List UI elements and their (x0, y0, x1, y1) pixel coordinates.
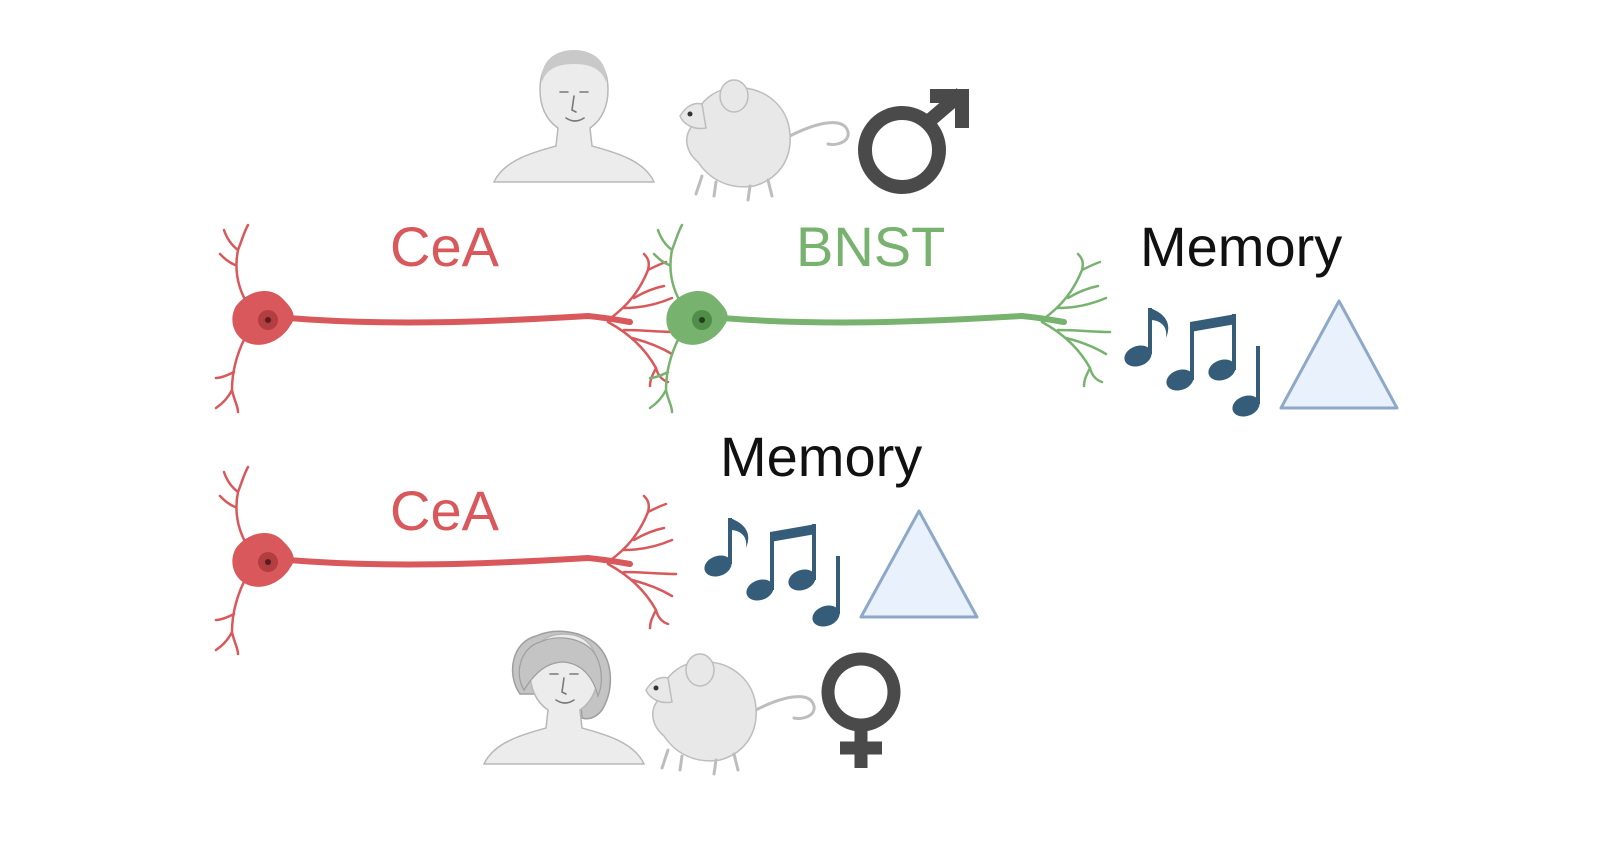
mouse-icon (644, 652, 816, 776)
cea-neuron (216, 467, 676, 654)
memory-label: Memory (1140, 215, 1342, 278)
bnst-neuron (650, 225, 1110, 412)
male-row: CeA BNST Memory (216, 50, 1399, 421)
bnst-label: BNST (796, 215, 945, 278)
music-notes-icon (1121, 308, 1263, 421)
triangle-icon (1279, 299, 1399, 410)
female-symbol-icon (821, 652, 901, 768)
mouse-icon (678, 78, 850, 202)
human-female-icon (483, 630, 645, 765)
cea-neuron (216, 225, 676, 412)
music-notes-icon (701, 518, 843, 631)
human-male-icon (493, 50, 655, 183)
memory-label: Memory (720, 425, 922, 488)
triangle-icon (859, 509, 979, 619)
cea-label: CeA (390, 479, 500, 542)
male-symbol-icon (858, 88, 969, 194)
female-row: CeA Memory (216, 425, 979, 776)
cea-label: CeA (390, 215, 500, 278)
